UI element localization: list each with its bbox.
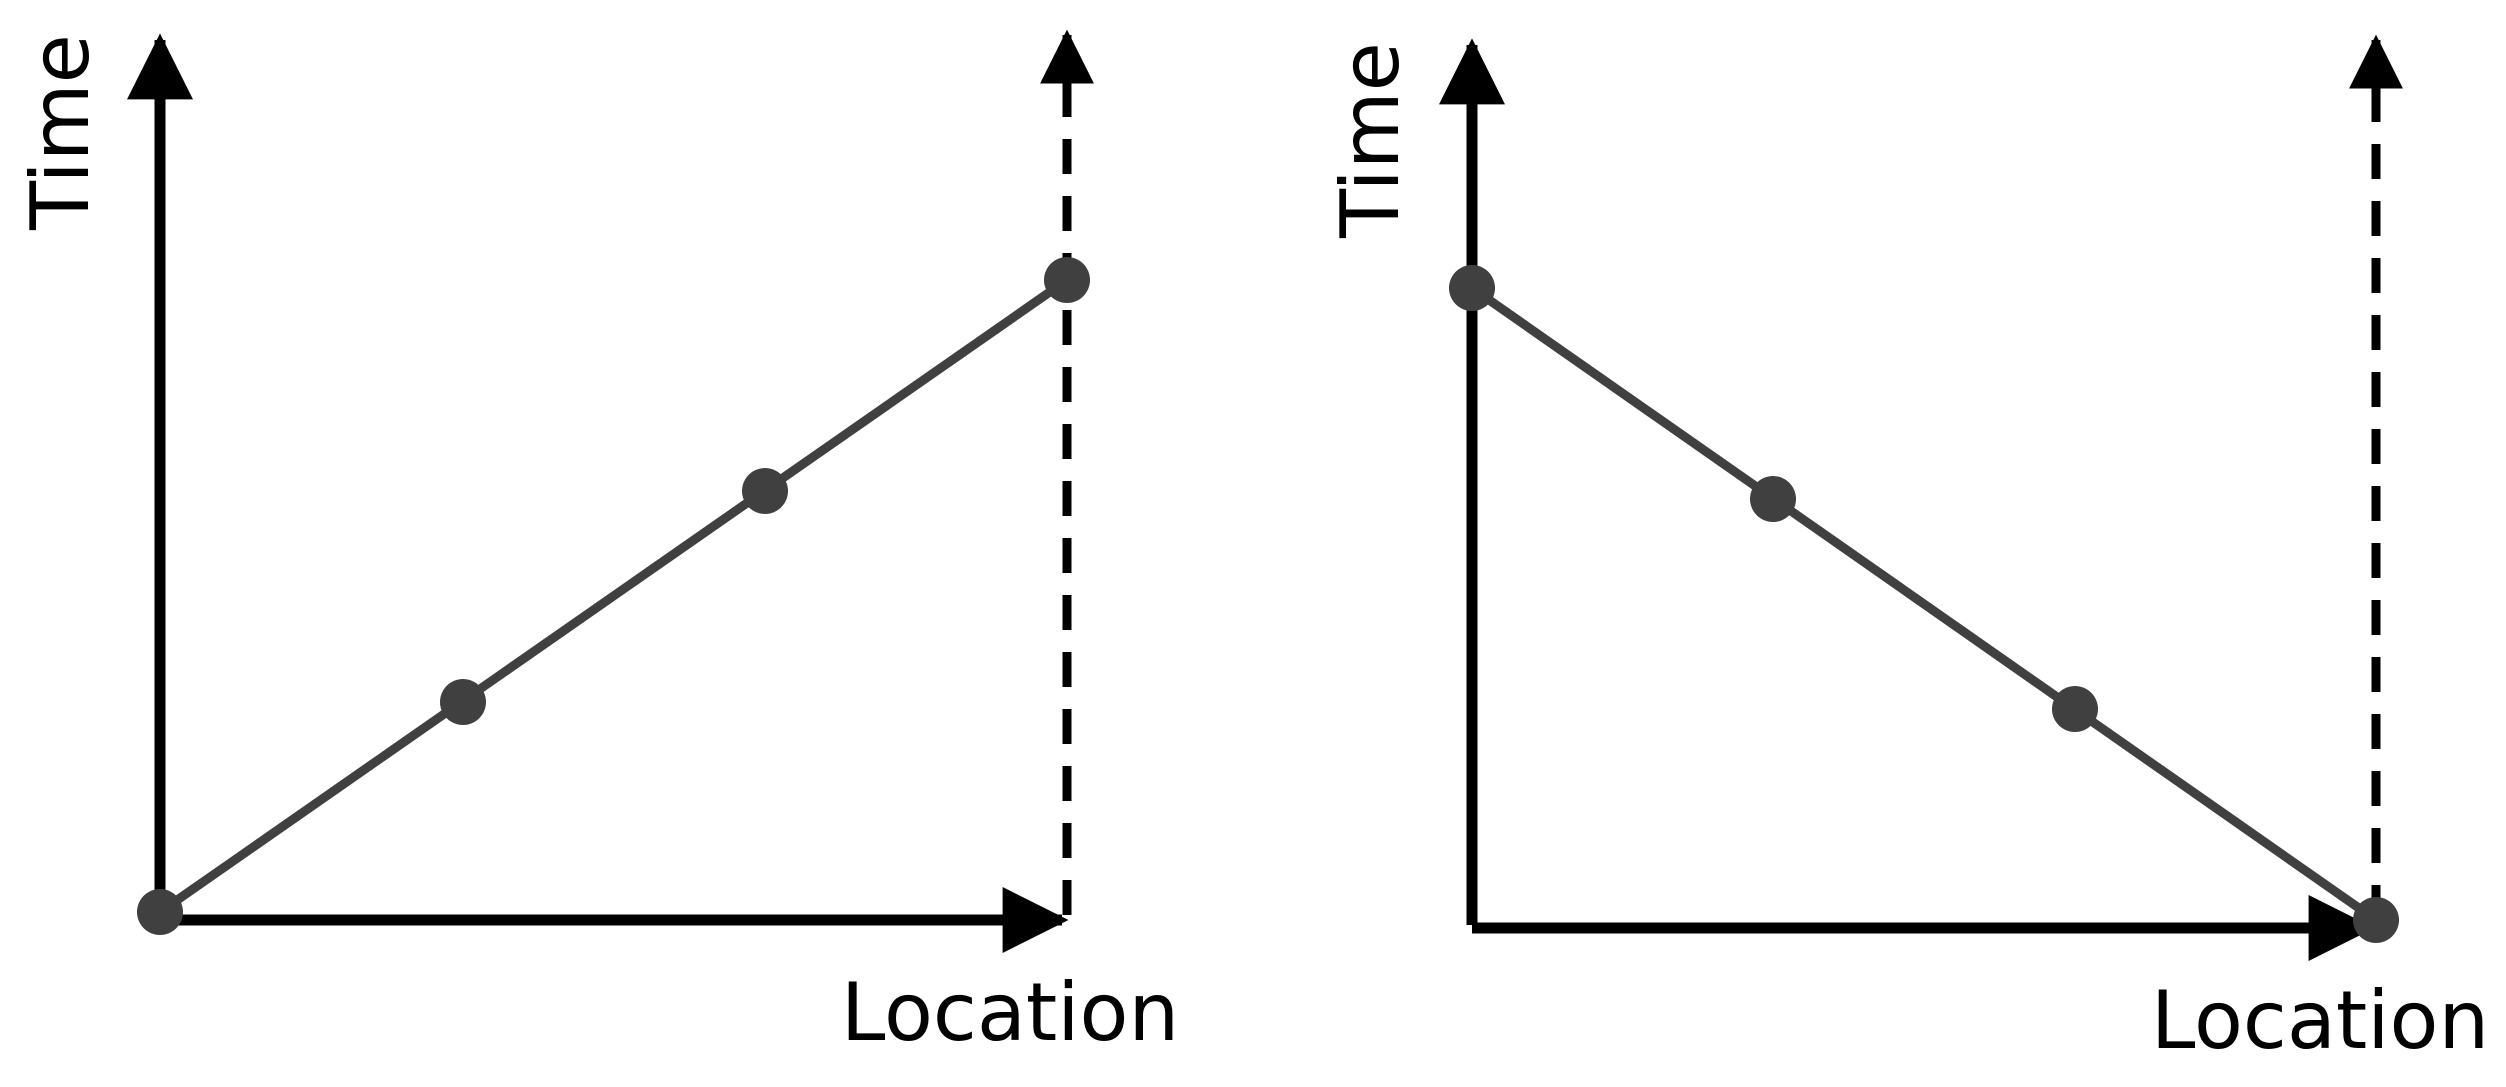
left-trend-line — [157, 276, 1070, 916]
right-x-axis-label: Location — [2151, 974, 2489, 1067]
left-point-2 — [440, 679, 486, 725]
left-point-1 — [137, 889, 183, 935]
right-point-2 — [1750, 476, 1796, 522]
right-point-3 — [2052, 686, 2098, 732]
left-point-4 — [1044, 257, 1090, 303]
right-point-4 — [2353, 897, 2399, 943]
right-panel: Time Location — [1324, 34, 2489, 1067]
right-trend-line — [1469, 284, 2379, 924]
left-panel: Time Location — [14, 29, 1179, 1059]
left-point-3 — [742, 468, 788, 514]
left-x-axis-label: Location — [841, 966, 1179, 1059]
left-y-axis-label: Time — [14, 34, 107, 231]
right-point-1 — [1449, 265, 1495, 311]
right-y-axis-label: Time — [1324, 42, 1417, 239]
